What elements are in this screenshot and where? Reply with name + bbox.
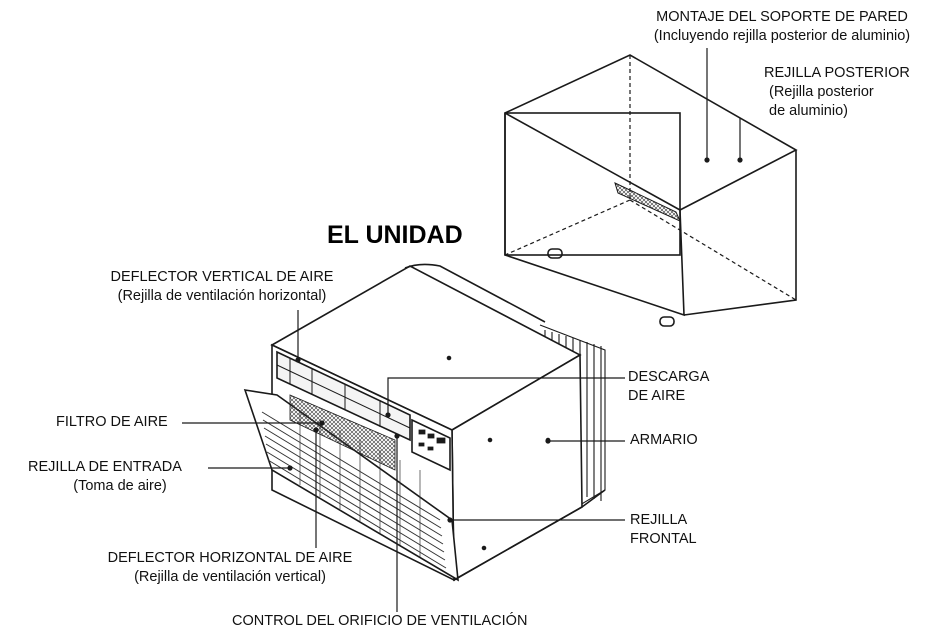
sleeve-slot-left — [547, 248, 563, 259]
control-button — [418, 429, 426, 435]
rear-grille-subtitle-1: (Rejilla posterior — [769, 84, 874, 100]
inlet-grille-subtitle: (Toma de aire) — [73, 478, 167, 494]
air-filter-label: FILTRO DE AIRE — [56, 414, 168, 430]
vertical-louver-title: DEFLECTOR VERTICAL DE AIRE — [110, 269, 334, 285]
rear-grille-title: REJILLA POSTERIOR — [764, 65, 910, 81]
cabinet-label: ARMARIO — [630, 432, 698, 448]
horizontal-louver-label: DEFLECTOR HORIZONTAL DE AIRE (Rejilla de… — [90, 549, 370, 587]
air-filter — [289, 394, 396, 471]
wall-sleeve-subtitle: (Incluyendo rejilla posterior de alumini… — [653, 28, 911, 44]
leader-lines — [182, 48, 743, 612]
horizontal-louver-title: DEFLECTOR HORIZONTAL DE AIRE — [107, 550, 353, 566]
rear-grille-subtitle-2: de aluminio) — [769, 103, 848, 119]
sleeve-slot-right — [659, 316, 675, 327]
wall-sleeve — [504, 54, 798, 327]
vertical-louver-subtitle: (Rejilla de ventilación horizontal) — [117, 288, 327, 304]
horizontal-louver-subtitle: (Rejilla de ventilación vertical) — [134, 569, 326, 585]
front-grille-line-2: FRONTAL — [630, 531, 697, 547]
control-button — [418, 442, 425, 447]
rear-grille-label: REJILLA POSTERIOR (Rejilla posterior de … — [764, 64, 910, 121]
vent-control-label: CONTROL DEL ORIFICIO DE VENTILACIÓN — [232, 613, 528, 629]
wall-sleeve-title: MONTAJE DEL SOPORTE DE PARED — [656, 9, 908, 25]
control-display — [436, 437, 446, 444]
control-button — [427, 446, 434, 451]
air-discharge-line-1: DESCARGA — [628, 369, 710, 385]
front-grille — [243, 389, 459, 582]
wall-sleeve-top — [504, 54, 798, 211]
wall-sleeve-label: MONTAJE DEL SOPORTE DE PARED (Incluyendo… — [626, 8, 938, 46]
front-grille-label: REJILLA FRONTAL — [630, 511, 697, 549]
diagram-title: EL UNIDAD — [327, 221, 463, 249]
control-button — [427, 433, 435, 439]
ac-unit — [243, 263, 606, 582]
air-discharge-line-2: DE AIRE — [628, 388, 686, 404]
rear-grille-strip — [614, 182, 681, 222]
inlet-grille-title: REJILLA DE ENTRADA — [28, 459, 182, 475]
vertical-louver-label: DEFLECTOR VERTICAL DE AIRE (Rejilla de v… — [72, 268, 372, 306]
front-grille-line-1: REJILLA — [630, 512, 688, 528]
inlet-grille-label: REJILLA DE ENTRADA (Toma de aire) — [5, 458, 205, 496]
air-discharge-label: DESCARGA DE AIRE — [628, 368, 709, 406]
wall-sleeve-front — [504, 112, 681, 256]
